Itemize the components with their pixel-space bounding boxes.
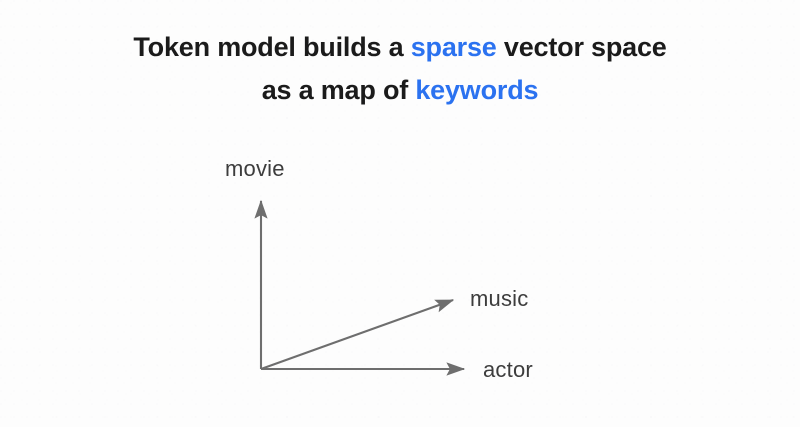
title-accent-sparse: sparse bbox=[410, 32, 497, 62]
page-title: Token model builds a sparse vector space… bbox=[0, 26, 800, 111]
title-line-1: Token model builds a sparse vector space bbox=[0, 26, 800, 69]
axis-label-actor: actor bbox=[483, 357, 533, 382]
title-line-1-text-before: Token model builds a bbox=[133, 32, 411, 62]
title-accent-keywords: keywords bbox=[415, 74, 539, 105]
music-axis-arrow bbox=[260, 299, 455, 370]
title-line-2: as a map of keywords bbox=[0, 69, 800, 112]
axis-label-movie: movie bbox=[225, 156, 285, 181]
title-line-2-text-before: as a map of bbox=[261, 74, 416, 105]
title-line-1-text-after: vector space bbox=[496, 32, 667, 62]
axis-label-music: music bbox=[470, 286, 529, 311]
